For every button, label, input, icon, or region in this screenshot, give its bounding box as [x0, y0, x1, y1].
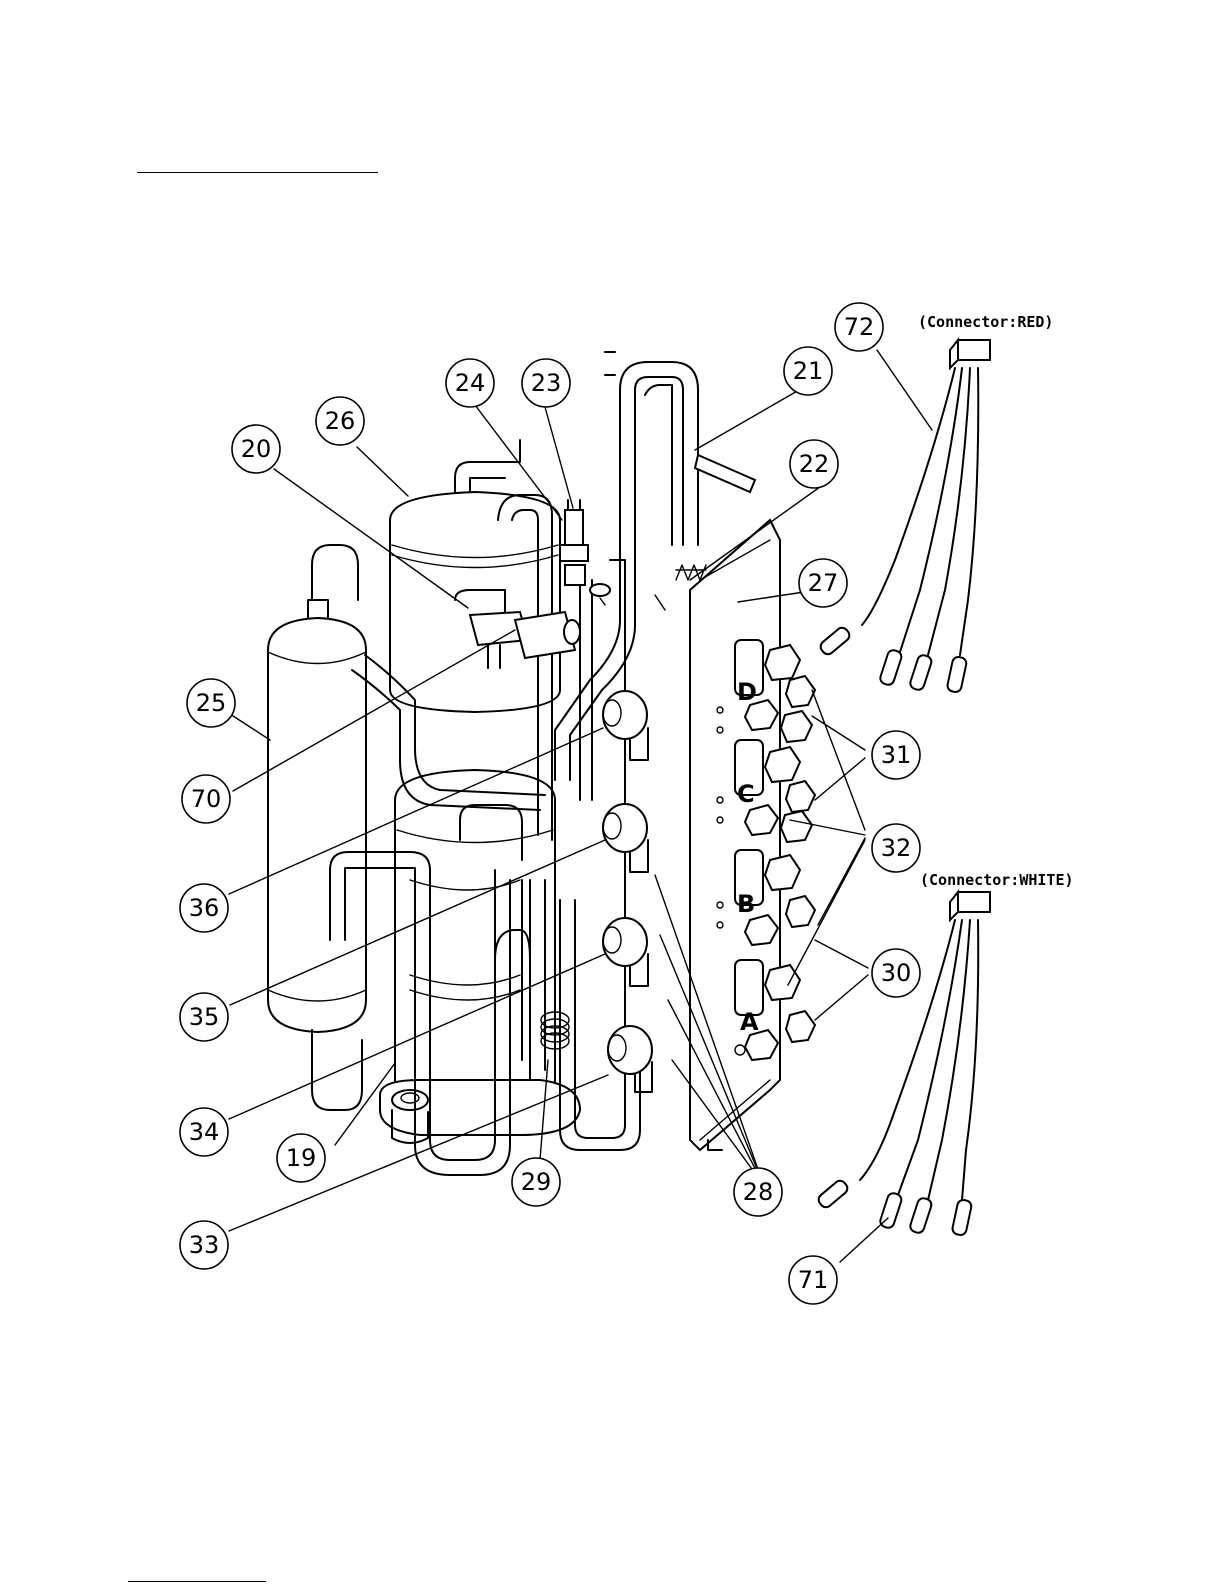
accumulator-tank [268, 545, 366, 1110]
callout-29: 29 [512, 1158, 560, 1206]
callout-34: 34 [180, 1108, 228, 1156]
callout-number: 34 [189, 1118, 220, 1146]
callout-number: 27 [808, 569, 839, 597]
callout-number: 20 [241, 435, 272, 463]
callout-25: 25 [187, 679, 235, 727]
callout-33: 33 [180, 1221, 228, 1269]
callout-number: 19 [286, 1144, 317, 1172]
callout-24: 24 [446, 359, 494, 407]
sensor-harness-red [818, 340, 990, 693]
strainer-pipe [695, 455, 755, 492]
callout-36: 36 [180, 884, 228, 932]
callout-26: 26 [316, 397, 364, 445]
callout-70: 70 [182, 775, 230, 823]
callout-number: 32 [881, 834, 912, 862]
expansion-valve-33 [608, 1026, 652, 1092]
callout-number: 24 [455, 369, 486, 397]
callout-number: 70 [191, 785, 222, 813]
callout-19: 19 [277, 1134, 325, 1182]
callout-31: 31 [872, 731, 920, 779]
callout-21: 21 [784, 347, 832, 395]
connector-label-red: (Connector:RED) [918, 313, 1053, 331]
callout-number: 71 [798, 1266, 829, 1294]
callout-number: 33 [189, 1231, 220, 1259]
callout-number: 36 [189, 894, 220, 922]
callout-number: 31 [881, 741, 912, 769]
callout-number: 21 [793, 357, 824, 385]
callout-number: 30 [881, 959, 912, 987]
connector-label-white: (Connector:WHITE) [920, 871, 1074, 889]
callout-30: 30 [872, 949, 920, 997]
callout-number: 23 [531, 369, 562, 397]
callout-number: 29 [521, 1168, 552, 1196]
callout-number: 22 [799, 450, 830, 478]
callout-number: 72 [844, 313, 875, 341]
callout-28: 28 [734, 1168, 782, 1216]
callout-20: 20 [232, 425, 280, 473]
callout-71: 71 [789, 1256, 837, 1304]
solenoid-valve-body [560, 500, 610, 596]
compressor-upper-shell [390, 440, 560, 712]
callout-35: 35 [180, 993, 228, 1041]
compressor-lower-body [380, 770, 580, 1143]
callout-number: 28 [743, 1178, 774, 1206]
callout-number: 26 [325, 407, 356, 435]
port-letter-c: C [737, 780, 755, 808]
callout-number: 25 [196, 689, 227, 717]
port-letter-a: A [740, 1008, 759, 1036]
callout-32: 32 [872, 824, 920, 872]
port-letter-b: B [737, 890, 755, 918]
callout-72: 72 [835, 303, 883, 351]
port-letter-d: D [737, 678, 757, 706]
callout-22: 22 [790, 440, 838, 488]
callout-number: 35 [189, 1003, 220, 1031]
sensor-harness-white [816, 892, 990, 1236]
callout-27: 27 [799, 559, 847, 607]
callout-23: 23 [522, 359, 570, 407]
